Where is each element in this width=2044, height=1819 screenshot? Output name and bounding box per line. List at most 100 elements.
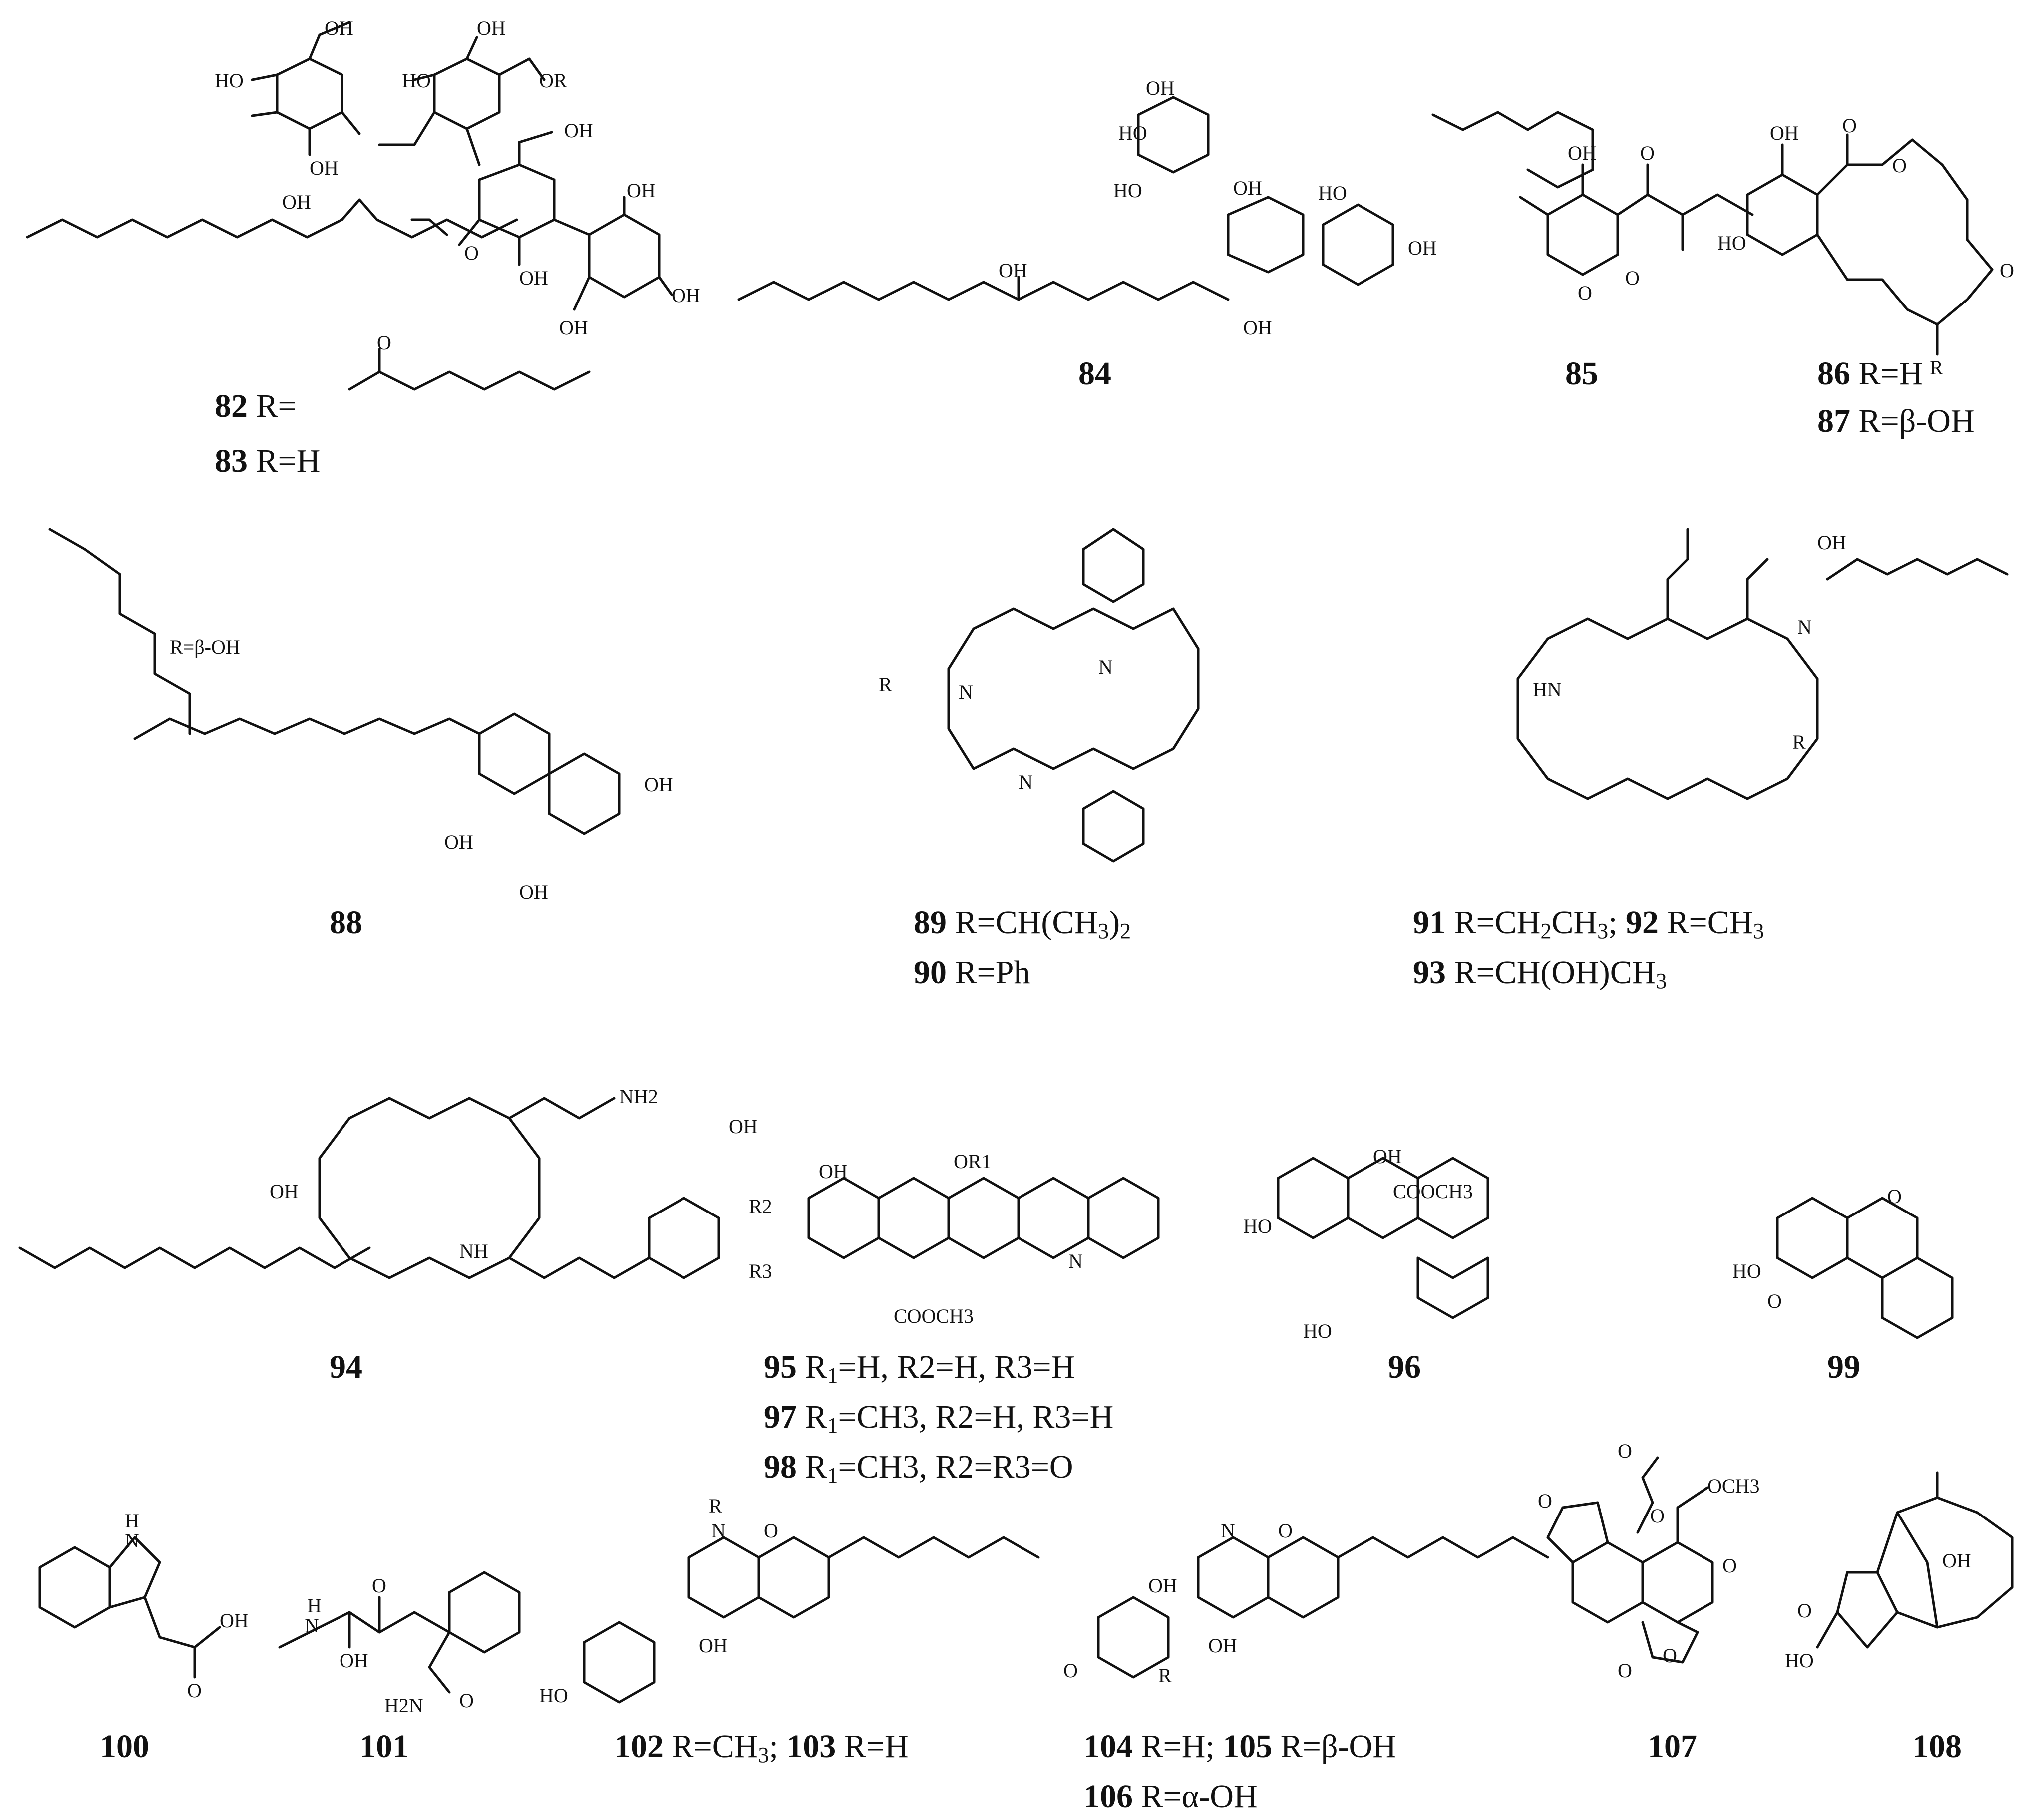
caption-99: 99 (1827, 1349, 1860, 1385)
atom-label: N (1221, 1519, 1235, 1542)
atom-label: O (187, 1679, 202, 1702)
substituent-label: R (805, 1349, 827, 1385)
compound-number: 95 (764, 1349, 797, 1385)
bond (1746, 173, 1819, 256)
atom-label: OH (1408, 237, 1437, 259)
atom-label: OH (1373, 1145, 1402, 1168)
caption-101: 101 (359, 1728, 409, 1765)
compound-number: 85 (1565, 355, 1598, 392)
caption-94: 94 (330, 1349, 362, 1385)
compound-number: 93 (1413, 954, 1446, 991)
subscript: 3 (1098, 919, 1109, 943)
bond (1896, 1511, 1929, 1564)
structure-101: H N O OH H2N O 101 (278, 1571, 521, 1765)
bond (1641, 1621, 1699, 1664)
compound-number: 90 (914, 954, 947, 991)
bond (1546, 193, 1619, 276)
bond (1746, 558, 1769, 620)
bond (143, 1596, 221, 1649)
bond (413, 73, 436, 81)
atom-label: OH (1770, 122, 1799, 144)
atom-label: OH (559, 316, 588, 339)
bond (341, 111, 361, 135)
atom-label: OR (539, 69, 567, 92)
structure-104-106: N O OH O R OH 104 R=H; 105 R=β-OH 106 R=… (1063, 1519, 1549, 1815)
bond (433, 57, 501, 130)
atom-label: OH (444, 831, 473, 853)
caption-95: 95 R1=H, R2=H, R3=H (764, 1349, 1075, 1388)
bond (26, 198, 518, 239)
compound-number: 84 (1078, 355, 1111, 392)
substituent-label: R=CH (1667, 905, 1753, 941)
bond (583, 1621, 656, 1704)
atom-label: R (879, 673, 892, 696)
atom-label: O (1640, 142, 1655, 164)
compound-number: 105 (1223, 1728, 1272, 1765)
atom-label: NH (459, 1240, 488, 1262)
substituent-label: R= (256, 388, 297, 424)
caption-107: 107 (1648, 1728, 1697, 1765)
atom-label: COOCH3 (1393, 1180, 1473, 1203)
atom-label: OH (325, 17, 353, 39)
compound-number: 99 (1827, 1349, 1860, 1385)
atom-label: OH (282, 191, 311, 213)
caption-90: 90 R=Ph (914, 954, 1030, 991)
bond (1676, 1486, 1709, 1544)
compound-number: 101 (359, 1728, 409, 1765)
compound-number: 88 (330, 905, 362, 941)
atom-label: OCH3 (1707, 1475, 1759, 1497)
substituent-label: ; (1608, 905, 1617, 941)
atom-label: OR1 (954, 1150, 992, 1173)
bond (410, 218, 448, 236)
substituent-label: R=CH (672, 1728, 758, 1765)
compound-number: 89 (914, 905, 947, 941)
bond (1836, 1571, 1899, 1649)
subscript: 2 (1120, 919, 1131, 943)
substituent-label: R=β-OH (1281, 1728, 1396, 1765)
bond (807, 1177, 880, 1259)
atom-label: O (1887, 1185, 1902, 1208)
substituent-label: ; (769, 1728, 778, 1765)
atom-label: R (1158, 1664, 1172, 1687)
bond (48, 528, 191, 735)
atom-label: OH (1233, 177, 1262, 199)
bond (1017, 1177, 1090, 1259)
bond (348, 370, 591, 391)
bond (1546, 1501, 1609, 1564)
bond (38, 1546, 111, 1629)
bond (588, 213, 661, 299)
bond (413, 111, 436, 146)
atom-label: HO (1717, 232, 1746, 254)
caption-87: 87 R=β-OH (1817, 403, 1975, 439)
structure-94: NH2 OH OH NH 94 (18, 1085, 758, 1385)
bond (1826, 558, 2009, 581)
bond (251, 111, 279, 117)
atom-label: OH (340, 1649, 368, 1672)
atom-label: N (959, 681, 973, 703)
atom-label: O (764, 1519, 778, 1542)
compound-number: 91 (1413, 905, 1446, 941)
bond (1926, 1561, 1939, 1629)
bond (508, 1197, 720, 1279)
bond (1082, 790, 1145, 863)
atom-label: OH (1148, 1574, 1177, 1597)
substituent-label: =CH3, R2=R3=O (838, 1449, 1073, 1485)
atom-label: OH (1568, 142, 1597, 164)
structure-100: H N OH O 100 (38, 1510, 249, 1765)
bond (1416, 1157, 1489, 1239)
atom-label: OH (220, 1609, 249, 1632)
compound-number: 82 (215, 388, 248, 424)
subscript: 1 (827, 1413, 838, 1438)
bond (478, 163, 556, 239)
atom-label: COOCH3 (894, 1305, 974, 1327)
bond (1816, 138, 1994, 326)
structure-108: OH HO 108 (1785, 1471, 2014, 1765)
atom-label: OH (819, 1160, 848, 1183)
atom-label: HO (1318, 182, 1347, 204)
subscript: 3 (1656, 969, 1667, 993)
compound-number: 100 (100, 1728, 149, 1765)
atom-label: OH (564, 119, 593, 142)
bond (251, 73, 279, 81)
bond (1881, 1256, 1954, 1339)
atom-label: O (1663, 1644, 1677, 1667)
